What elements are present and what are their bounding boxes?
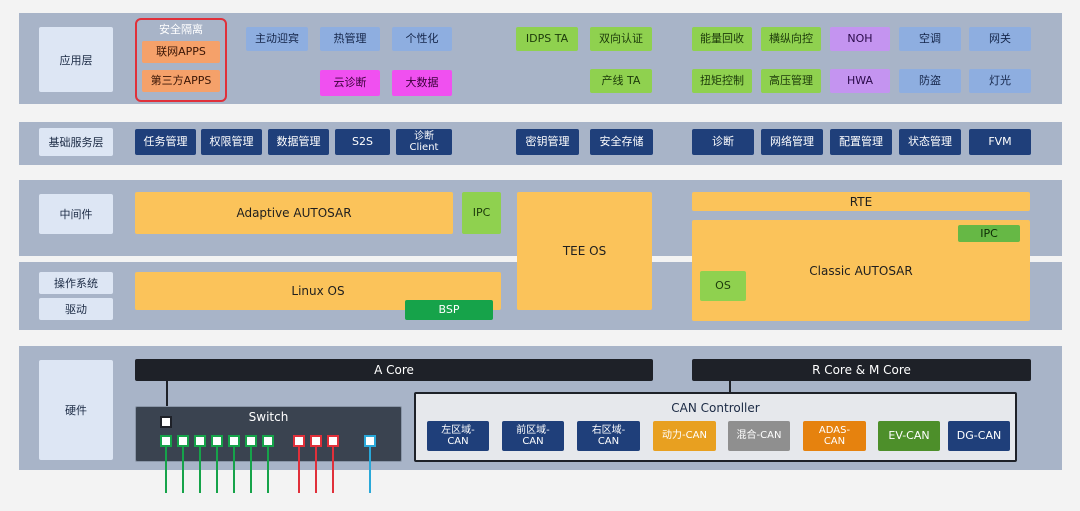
a-core-bar: A Core [135, 359, 653, 381]
s2s-block: S2S [335, 129, 390, 155]
anti-theft-block: 防盗 [899, 69, 961, 93]
switch-downlink-red-1 [298, 447, 300, 493]
cloud-diagnosis-block: 云诊断 [320, 70, 380, 96]
switch-downlink-green-3 [199, 447, 201, 493]
switch-label: Switch [248, 410, 289, 424]
r-m-core-bar: R Core & M Core [692, 359, 1031, 381]
can-bus-right-zone: 右区域- CAN [577, 421, 640, 451]
ipc-right-block: IPC [958, 225, 1020, 242]
active-welcome-block: 主动迎宾 [246, 27, 308, 51]
ipc-left-block: IPC [462, 192, 501, 234]
switch-port-blue-1 [364, 435, 376, 447]
layer-label-os: 操作系统 [39, 272, 113, 294]
switch-downlink-red-3 [332, 447, 334, 493]
switch-downlink-red-2 [315, 447, 317, 493]
air-conditioning-block: 空调 [899, 27, 961, 51]
can-bus-hybrid: 混合-CAN [728, 421, 790, 451]
task-management-block: 任务管理 [135, 129, 196, 155]
idps-ta-block: IDPS TA [516, 27, 578, 51]
can-bus-dg: DG-CAN [948, 421, 1010, 451]
a-core-switch-connector [166, 381, 168, 415]
switch-port-green-5 [228, 435, 240, 447]
security-isolation-title: 安全隔离 [159, 23, 203, 36]
thermal-management-block: 热管理 [320, 27, 380, 51]
security-isolation-group [135, 18, 227, 102]
lateral-longitudinal-control-block: 横纵向控 [761, 27, 821, 51]
switch-port-green-4 [211, 435, 223, 447]
switch-downlink-blue-1 [369, 447, 371, 493]
layer-label-middleware: 中间件 [39, 194, 113, 234]
switch-downlink-green-1 [165, 447, 167, 493]
can-bus-powertrain: 动力-CAN [653, 421, 716, 451]
personalization-block: 个性化 [392, 27, 452, 51]
configuration-management-block: 配置管理 [830, 129, 892, 155]
switch-downlink-green-5 [233, 447, 235, 493]
layer-label-driver: 驱动 [39, 298, 113, 320]
switch-downlink-green-7 [267, 447, 269, 493]
r-core-can-connector [729, 381, 731, 393]
lighting-block: 灯光 [969, 69, 1031, 93]
layer-label-application: 应用层 [39, 27, 113, 92]
can-bus-adas: ADAS- CAN [803, 421, 866, 451]
tee-os-block: TEE OS [517, 192, 652, 310]
noh-block: NOH [830, 27, 890, 51]
layer-label-hardware: 硬件 [39, 360, 113, 460]
key-management-block: 密钥管理 [516, 129, 579, 155]
big-data-block: 大数据 [392, 70, 452, 96]
switch-port-green-1 [160, 435, 172, 447]
hwa-block: HWA [830, 69, 890, 93]
switch-port-red-2 [310, 435, 322, 447]
classic-os-block: OS [700, 271, 746, 301]
fvm-block: FVM [969, 129, 1031, 155]
switch-port-green-3 [194, 435, 206, 447]
energy-recovery-block: 能量回收 [692, 27, 752, 51]
gateway-block: 网关 [969, 27, 1031, 51]
permission-management-block: 权限管理 [201, 129, 262, 155]
switch-uplink-port [160, 416, 172, 428]
switch-port-green-6 [245, 435, 257, 447]
rte-block: RTE [692, 192, 1030, 211]
third-party-apps-block: 第三方APPS [142, 70, 220, 92]
secure-storage-block: 安全存储 [590, 129, 653, 155]
high-voltage-management-block: 高压管理 [761, 69, 821, 93]
data-management-block: 数据管理 [268, 129, 329, 155]
adaptive-autosar-block: Adaptive AUTOSAR [135, 192, 453, 234]
switch-port-green-2 [177, 435, 189, 447]
torque-control-block: 扭矩控制 [692, 69, 752, 93]
can-controller-label: CAN Controller [671, 401, 760, 415]
switch-downlink-green-2 [182, 447, 184, 493]
diagnosis-client-block: 诊断 Client [396, 129, 452, 155]
bsp-block: BSP [405, 300, 493, 320]
can-bus-ev: EV-CAN [878, 421, 940, 451]
production-ta-block: 产线 TA [590, 69, 652, 93]
switch-downlink-green-6 [250, 447, 252, 493]
connected-apps-block: 联网APPS [142, 41, 220, 63]
diagnostics-block: 诊断 [692, 129, 754, 155]
network-management-block: 网络管理 [761, 129, 823, 155]
switch-port-red-1 [293, 435, 305, 447]
mutual-auth-block: 双向认证 [590, 27, 652, 51]
switch-port-green-7 [262, 435, 274, 447]
state-management-block: 状态管理 [899, 129, 961, 155]
can-bus-left-zone: 左区域- CAN [427, 421, 489, 451]
switch-downlink-green-4 [216, 447, 218, 493]
switch-port-red-3 [327, 435, 339, 447]
layer-label-base-service: 基础服务层 [39, 128, 113, 156]
can-bus-front-zone: 前区域- CAN [502, 421, 564, 451]
